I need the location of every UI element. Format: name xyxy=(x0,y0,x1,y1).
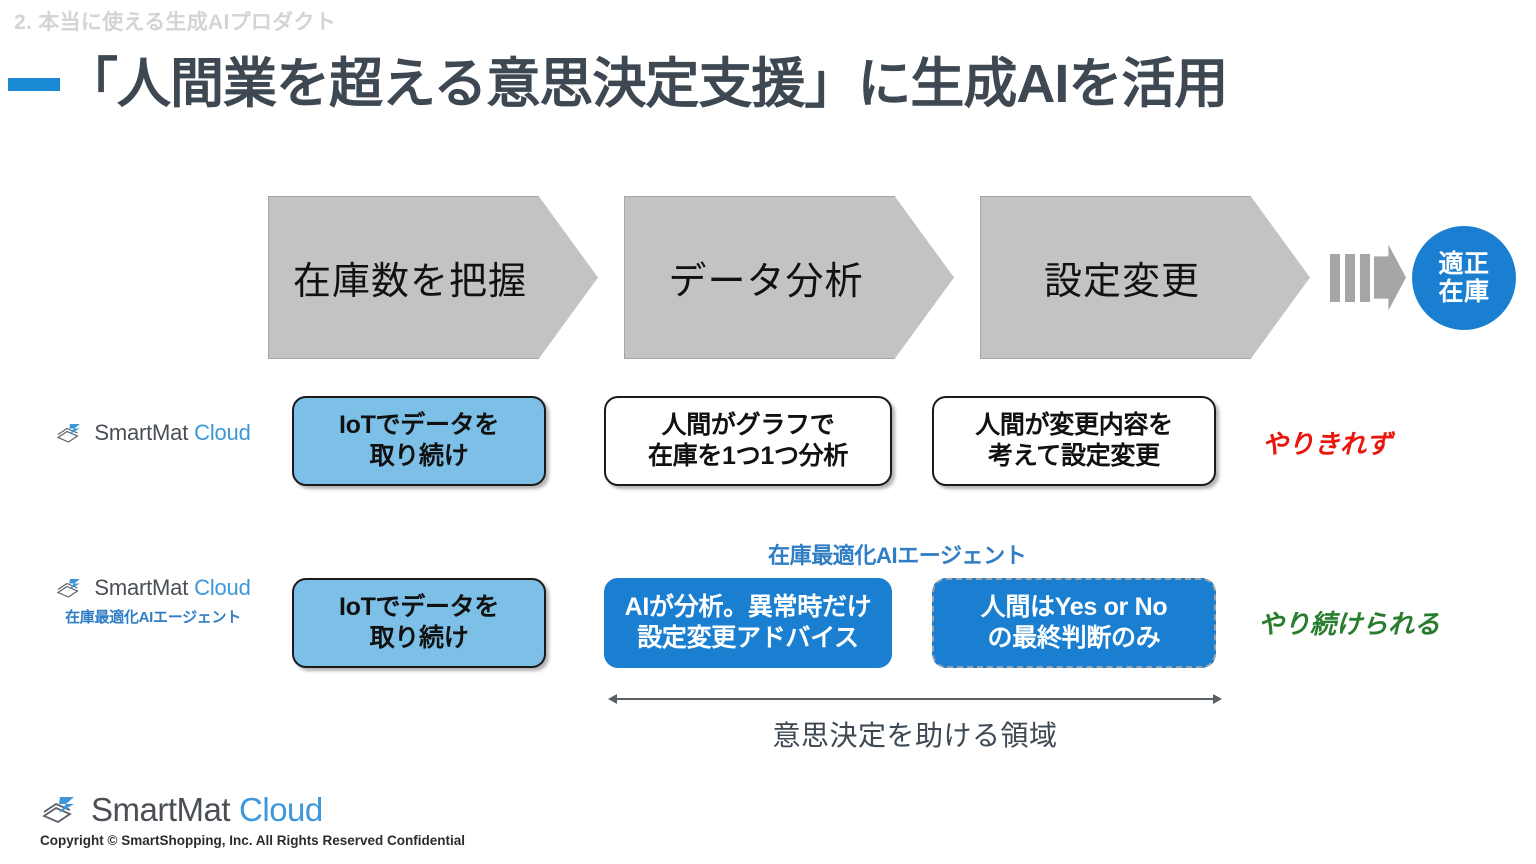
process-flow: 在庫数を把握 データ分析 設定変更 適正 在庫 xyxy=(268,196,1516,359)
scope-caption: 意思決定を助ける領域 xyxy=(772,720,1058,751)
footer-cloud-text: Cloud xyxy=(239,791,323,828)
arrow-bar-1 xyxy=(1330,253,1340,302)
row-2-note: やり続けられる xyxy=(1258,609,1441,639)
logo-cloud-text: Cloud xyxy=(194,575,251,600)
section-eyebrow: 2. 本当に使える生成AIプロダクト xyxy=(14,11,337,34)
footer: SmartMat Cloud Copyright © SmartShopping… xyxy=(40,791,465,848)
flow-step-2: データ分析 xyxy=(624,196,954,359)
scope-indicator: 意思決定を助ける領域 xyxy=(608,694,1222,754)
flow-step-3-label: 設定変更 xyxy=(1043,261,1200,303)
flow-step-1-label: 在庫数を把握 xyxy=(292,261,527,303)
flow-step-1: 在庫数を把握 xyxy=(268,196,598,359)
footer-smartmat-cloud-logo: SmartMat Cloud xyxy=(40,791,465,829)
smartmat-cloud-logo: SmartMat Cloud xyxy=(55,420,251,446)
logo-smartmat-text: SmartMat xyxy=(94,575,189,600)
smartmat-logo-icon xyxy=(57,424,81,443)
smartmat-logo-icon xyxy=(42,797,74,824)
scope-arrow-left xyxy=(608,694,617,704)
flow-step-2-label: データ分析 xyxy=(668,261,864,303)
row-1-box-3: 人間が変更内容を 考えて設定変更 xyxy=(932,396,1216,486)
row-2-box-3: 人間はYes or No の最終判断のみ xyxy=(932,578,1216,668)
smartmat-cloud-logo-agent: SmartMat Cloud xyxy=(55,575,251,601)
scope-arrow-line xyxy=(615,698,1215,700)
striped-arrow-icon xyxy=(1330,244,1406,311)
result-badge-line1: 適正 xyxy=(1438,249,1490,278)
row-1-box-2: 人間がグラフで 在庫を1つ1つ分析 xyxy=(604,396,892,486)
title-accent-dash xyxy=(8,77,60,91)
result-badge: 適正 在庫 xyxy=(1412,225,1516,330)
logo-smartmat-text: SmartMat xyxy=(94,420,189,445)
row-2-logo: SmartMat Cloud 在庫最適化AIエージェント xyxy=(28,575,278,627)
row-1-note: やりきれず xyxy=(1262,429,1393,459)
scope-arrow-right xyxy=(1213,694,1222,704)
arrow-bar-2 xyxy=(1345,253,1355,302)
copyright-text: Copyright © SmartShopping, Inc. All Righ… xyxy=(40,833,465,848)
page-title-text: 「人間業を超える意思決定支援」に生成AIを活用 xyxy=(64,54,1228,114)
row-2-box-2: AIが分析。異常時だけ 設定変更アドバイス xyxy=(604,578,892,668)
page-title: 「人間業を超える意思決定支援」に生成AIを活用 xyxy=(8,54,1228,114)
footer-smartmat-text: SmartMat xyxy=(91,791,231,828)
row-2-box-1: IoTでデータを 取り続け xyxy=(292,578,546,668)
scope-double-arrow-icon xyxy=(608,694,1222,704)
smartmat-logo-icon xyxy=(57,579,81,598)
arrow-bar-3 xyxy=(1360,253,1370,302)
logo-agent-subtitle: 在庫最適化AIエージェント xyxy=(65,609,241,626)
flow-step-3: 設定変更 xyxy=(980,196,1310,359)
arrow-head xyxy=(1374,244,1406,311)
agent-scope-label: 在庫最適化AIエージェント xyxy=(768,543,1027,568)
logo-cloud-text: Cloud xyxy=(194,420,251,445)
row-1-box-1: IoTでデータを 取り続け xyxy=(292,396,546,486)
row-1-logo: SmartMat Cloud xyxy=(28,420,278,446)
result-badge-line2: 在庫 xyxy=(1438,277,1490,306)
